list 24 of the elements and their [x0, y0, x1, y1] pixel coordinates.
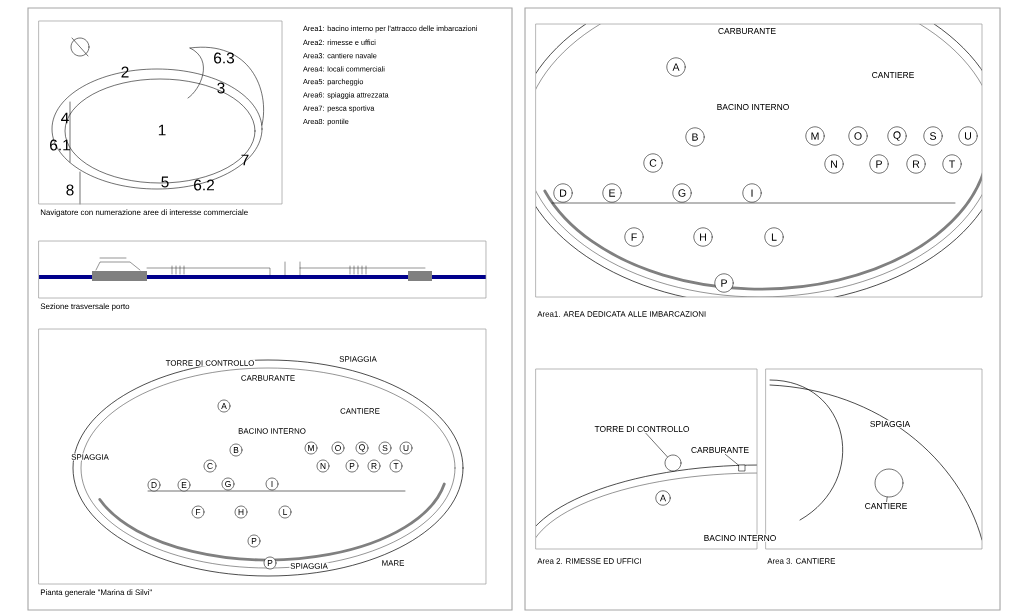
callout-text: CANTIERE	[865, 503, 907, 509]
area-number: 4	[61, 112, 69, 124]
place-label: CANTIERE	[871, 71, 916, 79]
callout-text: TORRE DI CONTROLLO	[594, 426, 690, 432]
area-number: 5	[161, 176, 169, 188]
place-label: BACINO INTERNO	[703, 534, 778, 542]
area-number: 3	[217, 82, 225, 94]
place-label: CARBURANTE	[717, 27, 777, 35]
callout-text: CARBURANTE	[691, 447, 749, 453]
area-number: 2	[121, 66, 129, 78]
area-number: 6.2	[194, 179, 214, 191]
leader-line	[886, 496, 888, 502]
area-number: 1	[158, 124, 166, 136]
leader-line	[725, 454, 739, 466]
building-circle	[664, 454, 682, 472]
leader-line	[645, 433, 668, 458]
place-label: BACINO INTERNO	[716, 103, 791, 111]
building-circle	[874, 468, 904, 498]
area-number: 8	[66, 184, 74, 196]
area-number: 6.3	[214, 52, 235, 64]
area-number: 7	[241, 154, 249, 166]
area-number: 6.1	[50, 139, 70, 151]
kiosk-square	[738, 464, 746, 472]
place-label: SPIAGGIA	[869, 420, 911, 428]
